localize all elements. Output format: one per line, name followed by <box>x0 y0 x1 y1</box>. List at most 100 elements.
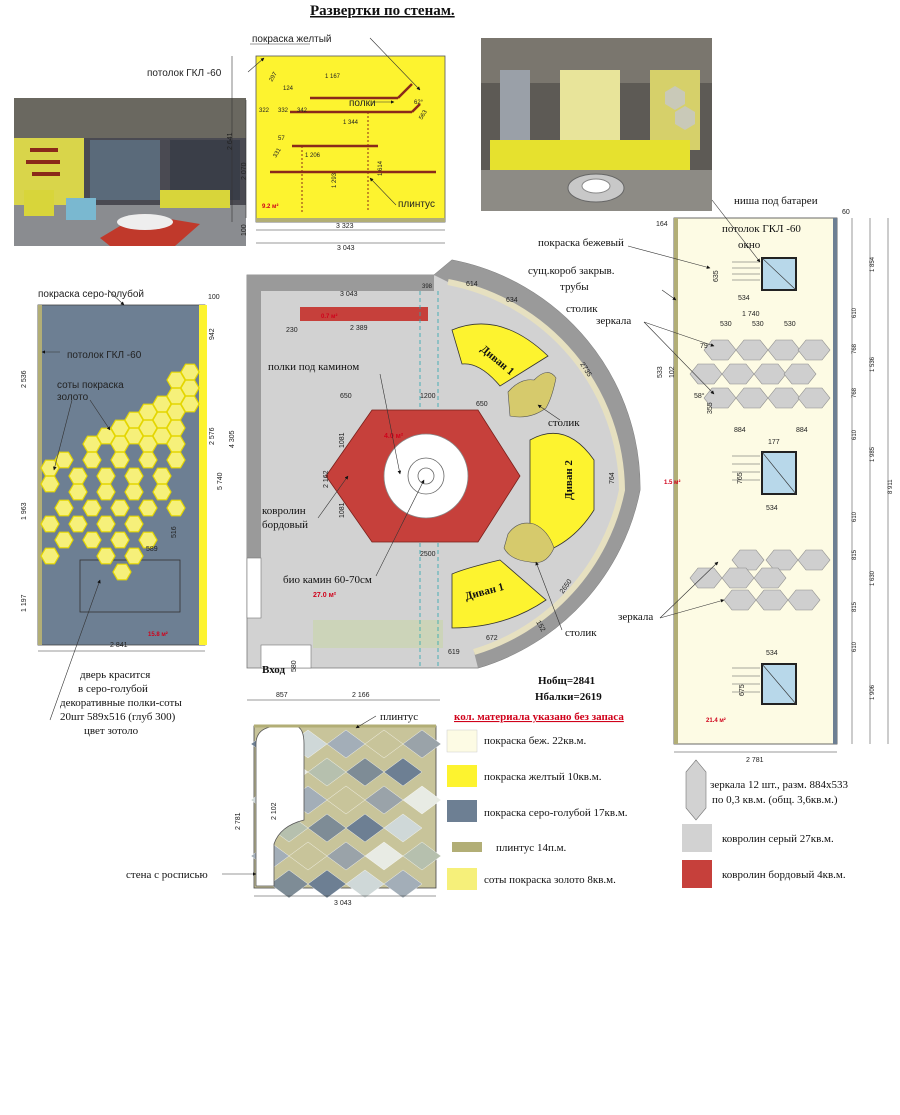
niche-label: ниша под батареи <box>734 195 818 207</box>
beige-dim-2781: 2 781 <box>746 757 764 764</box>
beige-dim-1536: 1 536 <box>870 356 876 372</box>
plan-dim-619: 619 <box>448 649 460 656</box>
grey-note-2: в серо-голубой <box>78 683 148 695</box>
dim-100-yellow: 100 <box>241 224 248 236</box>
legend-item-5: соты покраска золото 8кв.м. <box>484 874 616 886</box>
mirror <box>797 339 831 361</box>
mural-tile <box>364 841 404 871</box>
dim-2536: 2 536 <box>21 370 28 388</box>
mural-tile <box>383 813 423 843</box>
beige-dim-534a: 534 <box>738 295 750 302</box>
shelf-area: 0.7 м² <box>321 313 337 320</box>
plan-dim-230: 230 <box>286 327 298 334</box>
grey-note-3: декоративные полки-соты <box>60 697 182 709</box>
dim-1344: 1 344 <box>343 120 359 126</box>
honeycomb-cell <box>40 515 60 533</box>
beige-dim-815b: 815 <box>852 601 858 612</box>
beige-dim-60: 60 <box>842 209 850 216</box>
mural-tile <box>364 729 404 759</box>
honeycomb-cell <box>110 451 130 469</box>
beige-dim-884a: 884 <box>734 427 746 434</box>
grey-blue-wall-development: покраска серо-голубой потолок ГКЛ -60 со… <box>21 288 220 737</box>
legend-carpet-red: ковролин бордовый 4кв.м. <box>722 869 846 881</box>
honeycomb-cell <box>110 435 130 453</box>
mural-tile <box>307 869 347 899</box>
beige-dim-768a: 768 <box>852 343 858 354</box>
mural-tile <box>269 869 309 899</box>
legend-item-2: покраска желтый 10кв.м. <box>484 771 602 783</box>
beige-table-label: столик <box>566 303 598 315</box>
mirror <box>787 589 821 611</box>
dim-124: 124 <box>283 86 294 92</box>
honeycomb-cell <box>40 459 60 477</box>
beige-dim-610c: 610 <box>852 511 858 522</box>
dim-297: 297 <box>269 71 280 83</box>
beige-dim-610d: 610 <box>852 641 858 652</box>
honeycomb-cell <box>96 515 116 533</box>
mural-plinth-label: плинтус <box>380 711 418 723</box>
honeycomb-cell <box>166 435 186 453</box>
carpet-label-2: бордовый <box>262 519 308 531</box>
honeycomb-cell <box>138 531 158 549</box>
plan-dim-5740: 5 740 <box>217 472 224 490</box>
box-label-1: сущ.короб закрыв. <box>528 265 615 277</box>
height-beam: Нбалки=2619 <box>535 691 602 703</box>
mural-dim-2102: 2 102 <box>271 802 278 820</box>
honeycomb-cell <box>68 467 88 485</box>
mural-tile <box>383 869 423 899</box>
legend-swatch-yellow <box>447 765 477 787</box>
legend-swatch-gold <box>447 868 477 890</box>
legend-swatch-beige <box>446 729 478 753</box>
plan-dim-672: 672 <box>486 635 498 642</box>
dim-2641: 2 641 <box>227 132 234 150</box>
beige-dim-8911: 8 911 <box>888 479 894 494</box>
honeycomb-cell <box>68 483 88 501</box>
mural-dim-3043: 3 043 <box>334 900 352 907</box>
honeycomb-icon <box>40 363 200 581</box>
beige-dim-765: 765 <box>737 472 744 484</box>
honeycomb-cell <box>54 531 74 549</box>
honeycomb-label-2: золото <box>57 392 89 403</box>
yellow-area: 9.2 м² <box>262 203 278 210</box>
dim-100-grey: 100 <box>208 294 220 301</box>
mirror <box>797 387 831 409</box>
beige-ceiling-label: потолок ГКЛ -60 <box>722 223 801 235</box>
dim-62deg: 62° <box>414 100 424 106</box>
honeycomb-label-1: соты покраска <box>57 380 124 391</box>
dim-2841-grey: 2 841 <box>110 642 128 649</box>
fireplace-icon <box>407 457 445 495</box>
mural-tile <box>326 729 366 759</box>
legend-swatch-carpet-red <box>682 860 712 888</box>
shelves-label: полки под камином <box>268 361 359 373</box>
mural-tile <box>402 785 442 815</box>
legend-item-4: плинтус 14п.м. <box>496 842 567 854</box>
legend-mirror-1: зеркала 12 шт., разм. 884х533 <box>710 779 848 791</box>
plan-dim-614: 614 <box>466 281 478 288</box>
grey-ceiling-label: потолок ГКЛ -60 <box>67 350 142 361</box>
legend: кол. материала указано без запаса покрас… <box>446 711 848 890</box>
dim-1197: 1 197 <box>21 594 28 612</box>
legend-swatch-carpet-grey <box>682 824 712 852</box>
honeycomb-cell <box>124 483 144 501</box>
plan-dim-2162: 2 162 <box>323 470 330 488</box>
mural-tile <box>326 841 366 871</box>
dim-3323: 3 323 <box>336 223 354 230</box>
entrance-label: Вход <box>262 664 285 676</box>
dim-516: 516 <box>171 526 178 538</box>
mural-tile <box>288 841 328 871</box>
plan-dim-1200: 1200 <box>420 393 436 400</box>
beige-dim-177: 177 <box>768 439 780 446</box>
honeycomb-cell <box>82 451 102 469</box>
legend-mirror-2: по 0,3 кв.м. (общ. 3,6кв.м.) <box>712 794 838 806</box>
plan-dim-3043: 3 043 <box>340 291 358 298</box>
honeycomb-cell <box>82 531 102 549</box>
mirror <box>797 549 831 571</box>
honeycomb-cell <box>82 435 102 453</box>
beige-dim-1630: 1 630 <box>870 570 876 586</box>
plan-dim-1081b: 1081 <box>339 502 346 518</box>
mural-tile <box>345 757 385 787</box>
grey-note-4: 20шт 589х516 (глуб 300) <box>60 711 176 723</box>
beige-wall-development: ниша под батареи потолок ГКЛ -60 окно по… <box>528 195 894 764</box>
beige-mid-area: 1.5 м² <box>664 479 680 486</box>
